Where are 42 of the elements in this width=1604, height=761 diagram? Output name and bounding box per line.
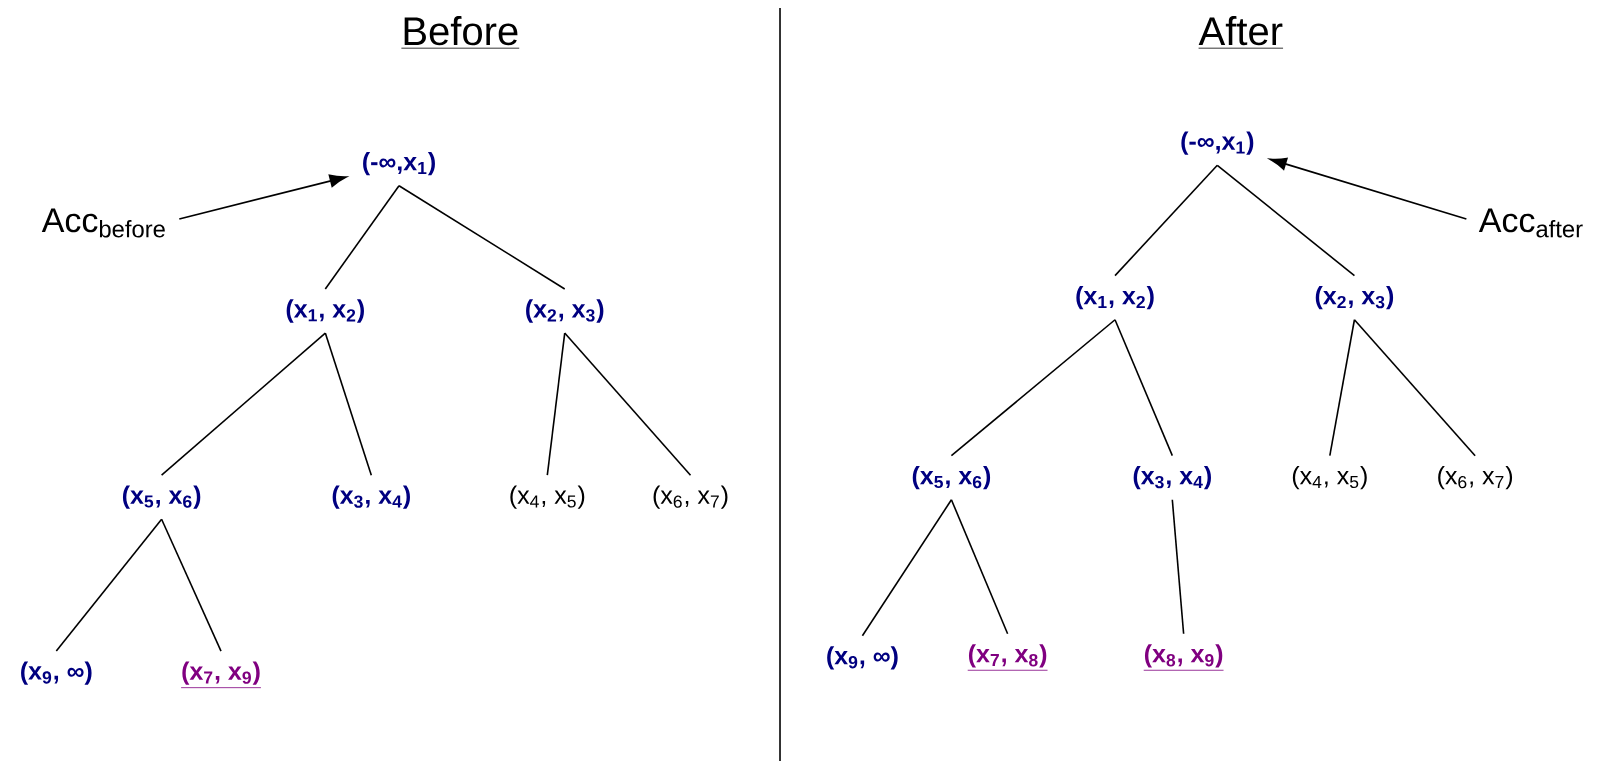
tree-edge [398,184,566,290]
tree-edge [546,332,566,476]
tree-node-label: (x$_{5}$, x$_{6}$) [122,485,201,509]
tree-node-label: (x$_{4}$, x$_{5}$) [510,485,585,509]
tree-edge [324,332,373,476]
tree-node-label: (x$_{9}$, ∞) [21,661,92,685]
tree-node-label: (x$_{4}$, x$_{5}$) [1292,466,1367,490]
tree-edge [1114,164,1219,277]
tree-node-label: (-∞,x$_{1}$) [1181,131,1254,155]
tree-node-label: (x$_{3}$, x$_{4}$) [1133,466,1211,490]
removed-node-label: (x$_{8}$, x$_{9}$) [1143,644,1224,671]
tree-node-label: (x$_{1}$, x$_{2}$) [286,299,364,323]
tree-node-label: (x$_{3}$, x$_{4}$) [332,485,410,509]
pointer-label: Acc$_{before}$ [41,208,165,238]
tree-edge [1114,318,1174,457]
tree-node-label: (x$_{2}$, x$_{3}$) [526,299,604,323]
tree-edge [55,518,163,652]
tree-edge [950,498,1009,635]
tree-edge [160,332,327,476]
tree-edge [1171,498,1185,635]
tree-edge [1216,164,1356,277]
arrow [178,174,347,220]
tree-edge [324,184,400,290]
tree-node-label: (-∞,x$_{1}$) [363,152,435,176]
tree-edge [160,518,222,652]
tree-edge [1353,318,1476,457]
tree-edge [950,318,1116,457]
removed-node-label: (x$_{7}$, x$_{8}$) [967,644,1048,671]
tree-edge [563,332,692,476]
tree-edge [1329,318,1356,457]
tree-node-label: (x$_{6}$, x$_{7}$) [653,485,728,509]
tree-node-label: (x$_{1}$, x$_{2}$) [1076,286,1154,310]
arrow [1269,157,1468,220]
tree-node-label: (x$_{2}$, x$_{3}$) [1315,286,1394,310]
panel-heading: After [1198,16,1284,49]
pointer-label: Acc$_{after}$ [1478,208,1583,238]
tree-node-label: (x$_{9}$, ∞) [827,646,898,670]
tree-node-label: (x$_{5}$, x$_{6}$) [912,466,991,490]
tree-edge [861,498,953,637]
tree-node-label: (x$_{6}$, x$_{7}$) [1438,466,1513,490]
removed-node-label: (x$_{7}$, x$_{9}$) [180,661,262,689]
panel-heading: Before [401,16,520,49]
